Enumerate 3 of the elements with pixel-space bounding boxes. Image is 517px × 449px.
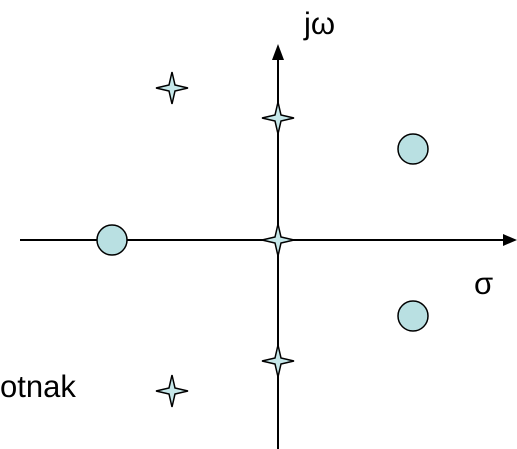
axis-label: jω [304,8,336,39]
text-label: otnak [0,371,76,402]
axis-label: σ [474,268,494,299]
